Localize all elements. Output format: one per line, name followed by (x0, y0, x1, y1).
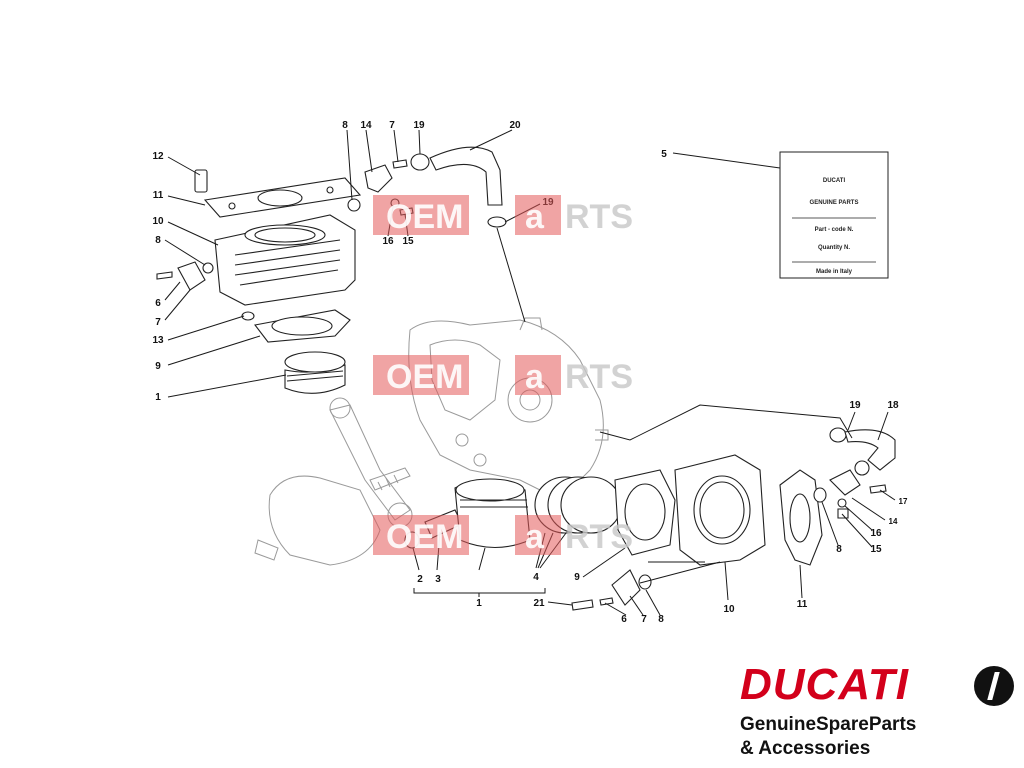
brand-tagline-2: & Accessories (740, 738, 871, 759)
callout-21: 21 (533, 598, 545, 609)
callout-8-bottom: 8 (658, 614, 664, 625)
callout-8-right: 8 (836, 544, 842, 555)
callout-3: 3 (435, 574, 441, 585)
ducati-branding: DUCATI GenuineSpareParts & Accessories (740, 660, 1020, 760)
callout-19-top: 19 (413, 120, 425, 131)
spacer-12 (194, 169, 208, 193)
callout-12: 12 (152, 151, 164, 162)
o-ring-13 (241, 311, 255, 321)
label-card-brand: DUCATI (823, 178, 846, 184)
svg-text:a: a (525, 358, 545, 396)
svg-text:RTS: RTS (565, 198, 633, 236)
svg-text:a: a (525, 198, 545, 236)
callout-1-bottom: 1 (476, 598, 482, 609)
brand-tagline-1: GenuineSpareParts (740, 714, 917, 735)
label-card-5: DUCATI GENUINE PARTS Part - code N. Quan… (779, 151, 889, 279)
callout-13: 13 (152, 335, 164, 346)
callout-15-top: 15 (402, 236, 414, 247)
callout-11: 11 (153, 190, 164, 201)
callout-9: 9 (155, 361, 161, 372)
callout-6-bottom: 6 (621, 614, 627, 625)
callout-20: 20 (509, 120, 521, 131)
water-fitting-14 (364, 164, 393, 193)
watermark-bottom: OEM a RTS (373, 515, 633, 556)
callout-14-right: 14 (889, 517, 898, 526)
svg-text:RTS: RTS (565, 518, 633, 556)
ducati-logo: DUCATI (740, 660, 909, 709)
callout-10-right: 10 (723, 604, 735, 615)
callout-2: 2 (417, 574, 423, 585)
callout-5: 5 (661, 149, 667, 160)
callout-14-top: 14 (360, 120, 372, 131)
lower-cylinder-assembly (404, 427, 896, 611)
callout-9-right: 9 (574, 572, 580, 583)
callout-7-top: 7 (389, 120, 395, 131)
callout-16-right: 16 (870, 528, 882, 539)
callout-11-right: 11 (797, 599, 808, 610)
label-card-line1: GENUINE PARTS (810, 200, 859, 206)
callout-7: 7 (155, 317, 161, 328)
watermark-middle: OEM a RTS (373, 355, 633, 396)
callout-16-top: 16 (382, 236, 394, 247)
callout-numbers: 12 11 10 8 6 7 13 9 1 8 14 7 19 20 16 15… (152, 120, 908, 625)
callout-15-right: 15 (870, 544, 882, 555)
label-card-line4: Made in Italy (816, 269, 853, 275)
callout-17: 17 (899, 497, 908, 506)
svg-text:OEM: OEM (386, 198, 463, 236)
label-card-line3: Quantity N. (818, 245, 850, 251)
svg-text:RTS: RTS (565, 358, 633, 396)
callout-1: 1 (155, 392, 161, 403)
callout-10: 10 (152, 216, 164, 227)
callout-7-bottom: 7 (641, 614, 647, 625)
callout-8: 8 (155, 235, 161, 246)
callout-19-right: 19 (849, 400, 861, 411)
callout-18: 18 (887, 400, 899, 411)
watermark-top: OEM a RTS (373, 195, 633, 236)
svg-text:a: a (525, 518, 545, 556)
upper-cylinder-assembly (156, 146, 507, 394)
svg-text:OEM: OEM (386, 358, 463, 396)
hose-20 (429, 146, 503, 206)
callout-8-top: 8 (342, 120, 348, 131)
label-card-line2: Part - code N. (815, 227, 854, 233)
flange-plate (177, 261, 206, 291)
crankcase-outline (408, 317, 609, 501)
svg-text:OEM: OEM (386, 518, 463, 556)
callout-6: 6 (155, 298, 161, 309)
hose-18 (844, 429, 896, 471)
callout-4: 4 (533, 572, 539, 583)
ducati-shield-icon (974, 666, 1014, 706)
